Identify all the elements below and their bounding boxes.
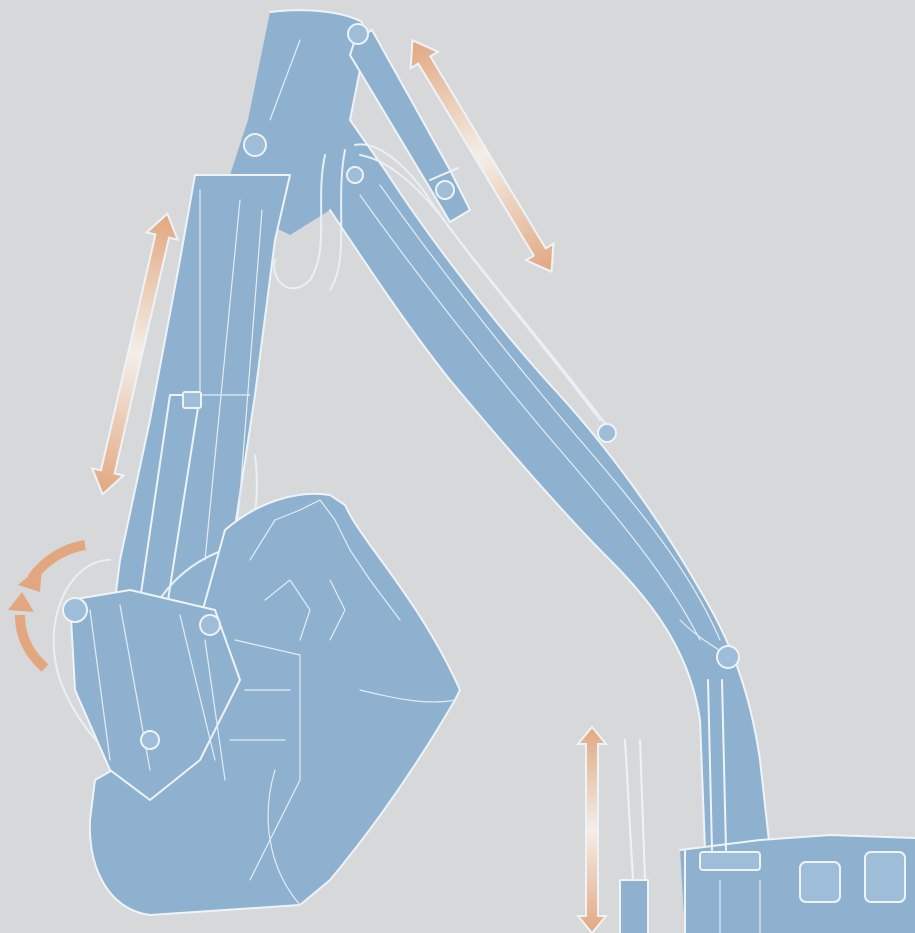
bucket-rotation-arrow-upper <box>18 545 85 592</box>
machine-base <box>680 835 915 933</box>
bucket-rotation-arrow-lower <box>8 592 45 668</box>
lift-cylinder-motion-arrow <box>578 727 606 933</box>
